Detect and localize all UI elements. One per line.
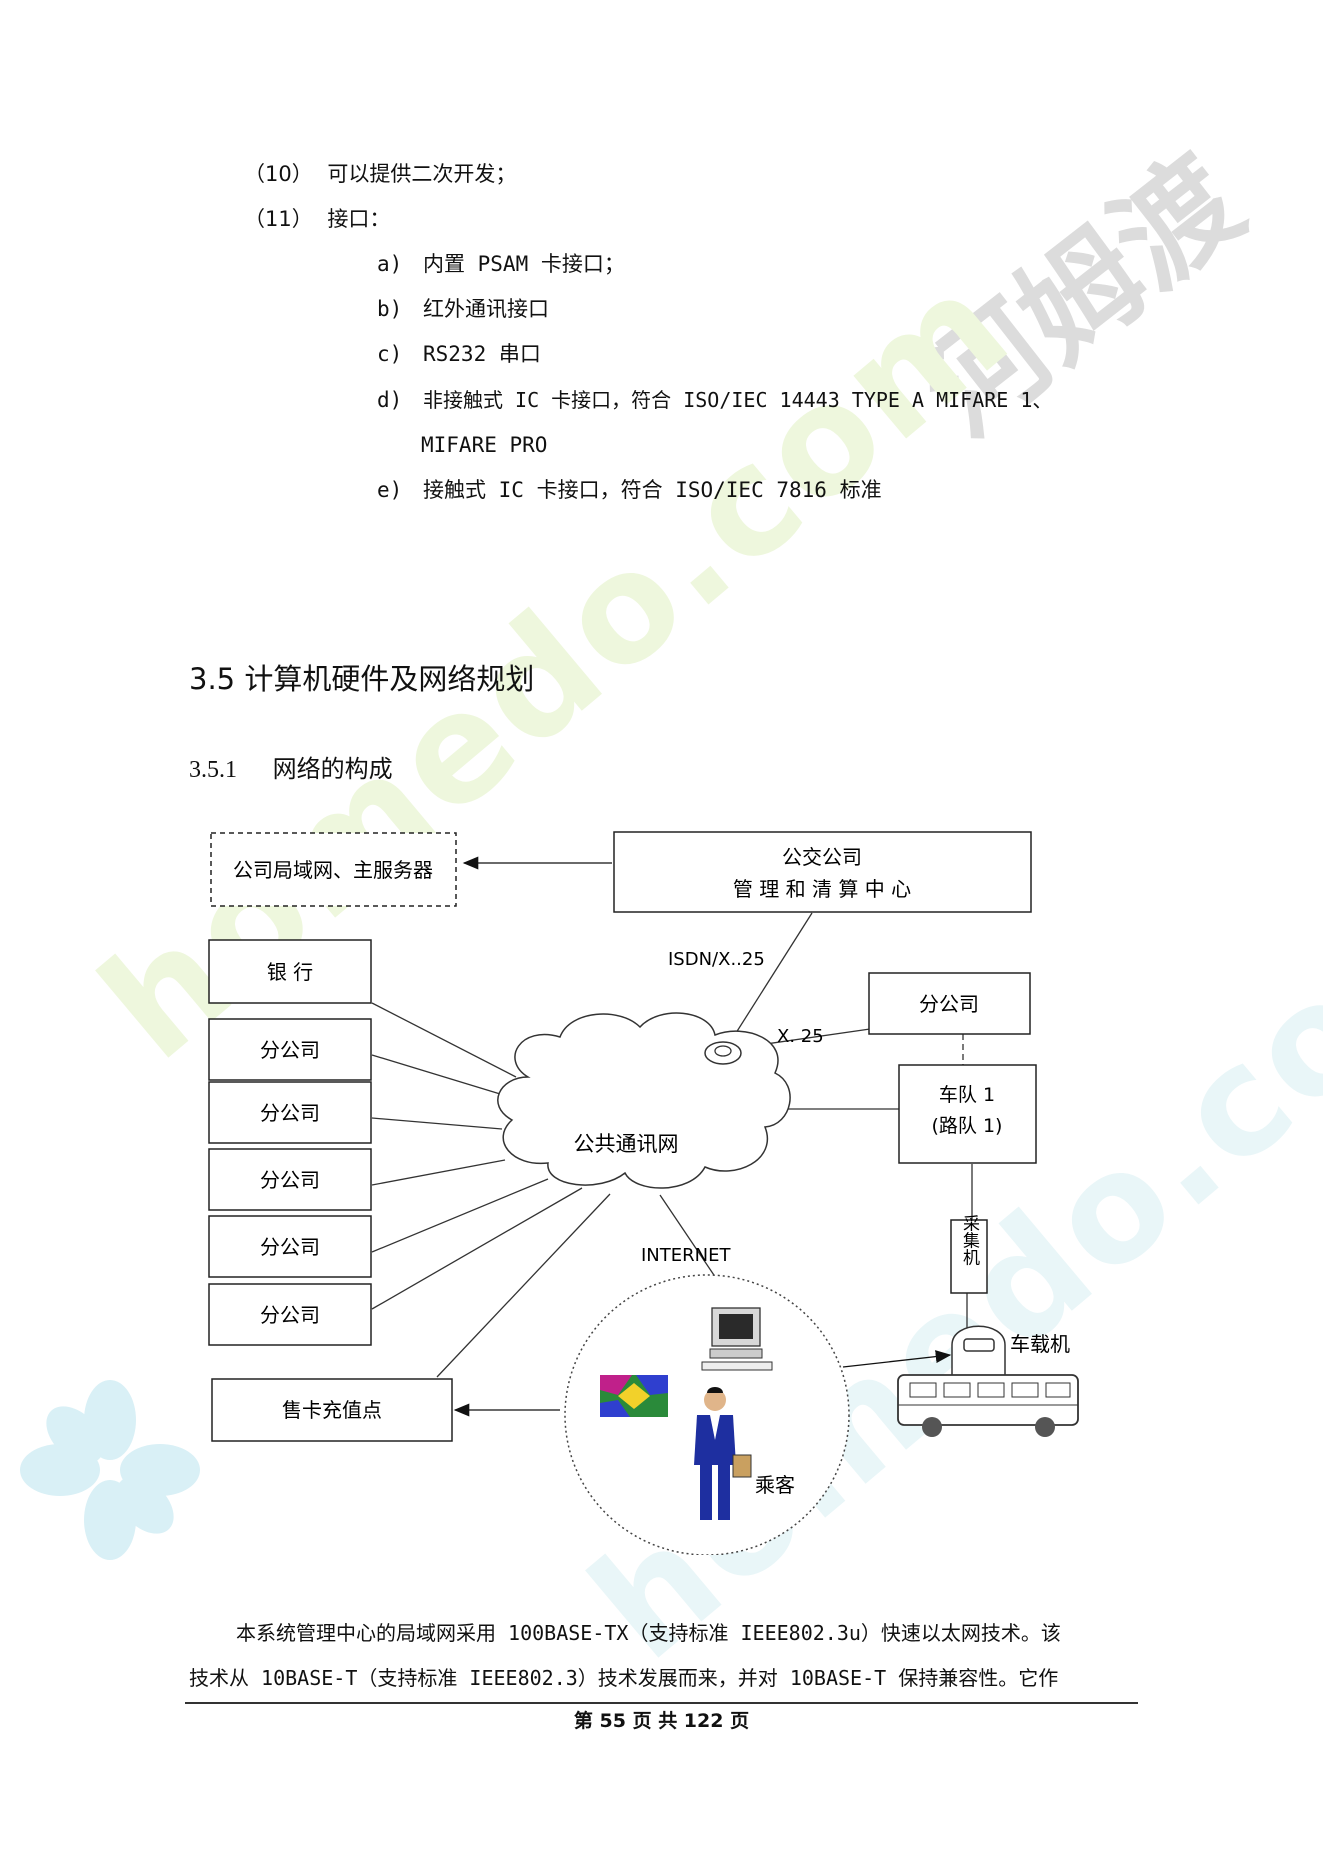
sub-text: 红外通讯接口 <box>423 297 549 321</box>
passenger-label: 乘客 <box>755 1473 795 1497</box>
sub-item-c: c) RS232 串口 <box>377 341 541 367</box>
x25-label: X. 25 <box>777 1026 824 1047</box>
card-sales-point-label: 售卡充值点 <box>282 1398 382 1422</box>
center-subtitle: 管 理 和 清 算 中 心 <box>733 877 911 901</box>
bank-box: 银 行 <box>208 939 372 1004</box>
section-title: 3.5 计算机硬件及网络规划 <box>189 662 535 696</box>
sub-letter: e) <box>377 478 403 502</box>
onboard-label: 车载机 <box>1010 1332 1070 1356</box>
center-title: 公交公司 <box>782 845 862 869</box>
branch-label: 分公司 <box>260 1101 320 1125</box>
list-text: 可以提供二次开发； <box>327 162 517 186</box>
network-diagram: 公司局域网、主服务器 公交公司 管 理 和 清 算 中 心 ISDN/X..25… <box>208 831 1079 1555</box>
list-number: （11） <box>244 207 313 231</box>
passenger-icon <box>694 1387 752 1520</box>
branch-right-box: 分公司 <box>868 972 1031 1035</box>
sub-letter: a) <box>377 252 403 276</box>
computer-icon <box>701 1307 773 1371</box>
bank-label: 银 行 <box>267 960 313 984</box>
subsection-number: 3.5.1 <box>189 757 237 783</box>
sub-item-e: e) 接触式 IC 卡接口，符合 ISO/IEC 7816 标准 <box>377 477 882 503</box>
colorful-card-icon <box>600 1375 668 1417</box>
list-item-11: （11） 接口： <box>244 206 390 232</box>
bus-icon <box>897 1374 1079 1437</box>
card-sales-point-box: 售卡充值点 <box>211 1378 453 1442</box>
section-heading: 3.5 计算机硬件及网络规划 <box>189 656 534 698</box>
lan-server-label: 公司局域网、主服务器 <box>233 858 433 882</box>
list-number: （10） <box>244 162 313 186</box>
public-network-cloud: 公共通讯网 <box>497 1012 791 1189</box>
footer-divider <box>185 1702 1138 1704</box>
sub-text: 非接触式 IC 卡接口，符合 ISO/IEC 14443 TYPE A MIFA… <box>423 388 1053 412</box>
arrows <box>453 856 952 1417</box>
lan-server-box: 公司局域网、主服务器 <box>210 832 457 907</box>
fleet-label: 车队 1 <box>939 1084 995 1106</box>
sub-item-d: d) 非接触式 IC 卡接口，符合 ISO/IEC 14443 TYPE A M… <box>377 387 1052 413</box>
branch-box: 分公司 <box>208 1018 372 1081</box>
sub-letter: c) <box>377 342 403 366</box>
branch-label: 分公司 <box>260 1168 320 1192</box>
branch-box: 分公司 <box>208 1283 372 1346</box>
list-item-10: （10） 可以提供二次开发； <box>244 161 516 187</box>
collector-box: 采集机 <box>950 1214 988 1294</box>
cloud-label: 公共通讯网 <box>574 1132 679 1156</box>
sub-text: 内置 PSAM 卡接口； <box>423 252 625 276</box>
branch-label: 分公司 <box>260 1303 320 1327</box>
sub-item-a: a) 内置 PSAM 卡接口； <box>377 251 625 277</box>
subsection-title: 网络的构成 <box>272 755 393 783</box>
sub-text: 接触式 IC 卡接口，符合 ISO/IEC 7816 标准 <box>423 478 882 502</box>
internet-label: INTERNET <box>641 1245 731 1266</box>
branch-label: 分公司 <box>260 1235 320 1259</box>
sub-letter: d) <box>377 388 403 412</box>
fleet-box: 车队 1 (路队 1) <box>898 1064 1037 1164</box>
management-center-box: 公交公司 管 理 和 清 算 中 心 <box>613 831 1032 913</box>
list-text: 接口： <box>327 207 391 231</box>
connection-lines <box>371 912 973 1378</box>
branch-right-label: 分公司 <box>919 992 979 1016</box>
branch-label: 分公司 <box>260 1038 320 1062</box>
page-number: 第 55 页 共 122 页 <box>573 1710 750 1732</box>
branch-box: 分公司 <box>208 1081 372 1144</box>
onboard-device-icon <box>951 1325 1006 1378</box>
paragraph-text: 技术从 10BASE-T（支持标准 IEEE802.3）技术发展而来，并对 10… <box>189 1666 1059 1690</box>
sub-item-b: b) 红外通讯接口 <box>377 296 549 322</box>
page-footer: 第 55 页 共 122 页 <box>0 1706 1323 1733</box>
subsection-heading: 3.5.1 网络的构成 <box>189 749 393 784</box>
paragraph-line-2: 技术从 10BASE-T（支持标准 IEEE802.3）技术发展而来，并对 10… <box>189 1665 1058 1691</box>
sub-text: MIFARE PRO <box>421 433 548 457</box>
branch-box: 分公司 <box>208 1215 372 1278</box>
route-label: (路队 1) <box>932 1115 1003 1137</box>
sub-letter: b) <box>377 297 403 321</box>
branch-box: 分公司 <box>208 1148 372 1211</box>
sub-text: RS232 串口 <box>423 342 541 366</box>
watermark-chinese: 河姆渡 <box>880 108 1271 467</box>
paragraph-text: 本系统管理中心的局域网采用 100BASE-TX（支持标准 IEEE802.3u… <box>236 1621 1061 1645</box>
isdn-label: ISDN/X..25 <box>668 949 765 970</box>
collector-label: 采集机 <box>959 1214 980 1265</box>
paragraph-line-1: 本系统管理中心的局域网采用 100BASE-TX（支持标准 IEEE802.3u… <box>236 1620 1061 1646</box>
satellite-dish-icon <box>704 1041 742 1065</box>
